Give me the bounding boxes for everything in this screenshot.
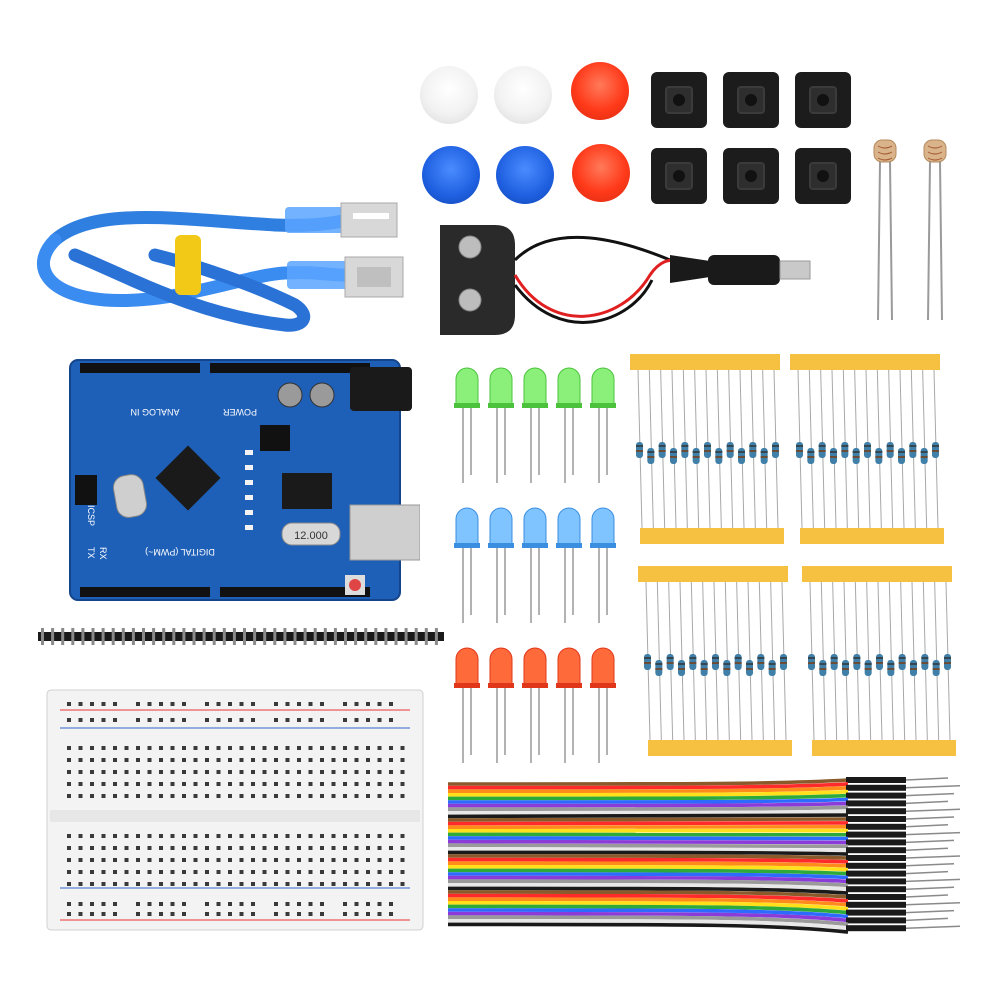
photoresistor (923, 139, 947, 321)
jumper-wire (448, 886, 849, 895)
red-button-cap (572, 144, 630, 202)
twist-tie (175, 235, 201, 295)
breadboard (46, 689, 424, 931)
red-led (590, 647, 616, 763)
jumper-wire (448, 901, 849, 911)
red-led (454, 647, 480, 763)
jumper-wire (448, 808, 961, 815)
jumper-wire (448, 911, 949, 924)
led-group (454, 367, 616, 763)
red-led (522, 647, 548, 763)
red-led (556, 647, 582, 763)
blue-button-cap (422, 146, 480, 204)
jumper-wire (448, 919, 961, 932)
jumper-wire (448, 872, 849, 880)
tactile-switch (795, 72, 851, 128)
jumper-wire (448, 854, 961, 861)
blue-led (590, 507, 616, 623)
jumper-wire (448, 782, 849, 790)
pin-header-strip (38, 628, 444, 645)
rx-label: RX (98, 547, 108, 560)
jumper-wire (448, 879, 849, 888)
tactile-switch (723, 72, 779, 128)
jumper-wire (448, 850, 849, 856)
jumper-wire (448, 843, 849, 849)
blue-led (488, 507, 514, 623)
jumper-wire (448, 922, 849, 934)
jumper-wire (448, 861, 955, 869)
resistor-strip (638, 566, 792, 756)
tactile-switch (651, 148, 707, 204)
jumper-wire-ribbon (448, 777, 961, 934)
resistor-group (630, 354, 956, 756)
jumper-wire (448, 865, 849, 872)
jumper-wire (448, 821, 849, 826)
jumper-wire (448, 805, 849, 811)
jumper-wire (448, 883, 955, 893)
resistor-strip (802, 566, 956, 756)
jumper-wire (448, 908, 849, 919)
crystal-label: 12.000 (294, 530, 328, 542)
blue-led (454, 507, 480, 623)
jumper-wire (448, 893, 849, 903)
green-led (454, 367, 480, 483)
tx-label: TX (86, 547, 96, 559)
jumper-wire (448, 784, 961, 793)
green-led (556, 367, 582, 483)
photoresistor (873, 139, 897, 321)
arduino-board: 12.000 ANALOG IN POWER DIGITAL (PWM~) IC… (69, 359, 420, 601)
tactile-switch (651, 72, 707, 128)
green-led (590, 367, 616, 483)
jumper-wire (448, 823, 949, 830)
jumper-wire (448, 816, 955, 822)
jumper-wire (448, 836, 849, 841)
tactile-switch (795, 148, 851, 204)
jumper-wire (448, 868, 949, 877)
jumper-wire (448, 904, 955, 916)
white-button-cap (494, 66, 552, 124)
digital-pwm-label: DIGITAL (PWM~) (145, 547, 215, 557)
jumper-wire (448, 897, 961, 908)
tactile-switch (723, 148, 779, 204)
green-led (522, 367, 548, 483)
jumper-wire (448, 831, 961, 838)
red-led (488, 647, 514, 763)
green-led (488, 367, 514, 483)
blue-led (522, 507, 548, 623)
icsp-label: ICSP (86, 505, 96, 526)
jumper-wire (448, 800, 949, 808)
jumper-wire (448, 857, 849, 864)
jumper-wire (448, 839, 955, 846)
jumper-wire (448, 792, 955, 801)
barrel-jack-plug (708, 255, 780, 285)
white-button-cap (420, 66, 478, 124)
usb-cable (37, 202, 404, 332)
usb-a-plug (340, 202, 398, 238)
blue-button-cap (496, 146, 554, 204)
photoresistors (873, 139, 947, 321)
power-label: POWER (223, 407, 258, 417)
resistor-strip (790, 354, 944, 544)
red-button-cap (571, 62, 629, 120)
battery-clip-cable (440, 225, 811, 335)
jumper-wire (448, 813, 849, 819)
resistor-strip (630, 354, 784, 544)
jumper-wire (448, 875, 961, 885)
jumper-wire (448, 777, 949, 786)
jumper-wire (448, 847, 949, 854)
jumper-wire (448, 797, 849, 804)
jumper-wire (448, 890, 949, 900)
jumper-wire (448, 789, 849, 797)
blue-led (556, 507, 582, 623)
jumper-wire (448, 915, 849, 927)
analog-in-label: ANALOG IN (130, 407, 179, 417)
